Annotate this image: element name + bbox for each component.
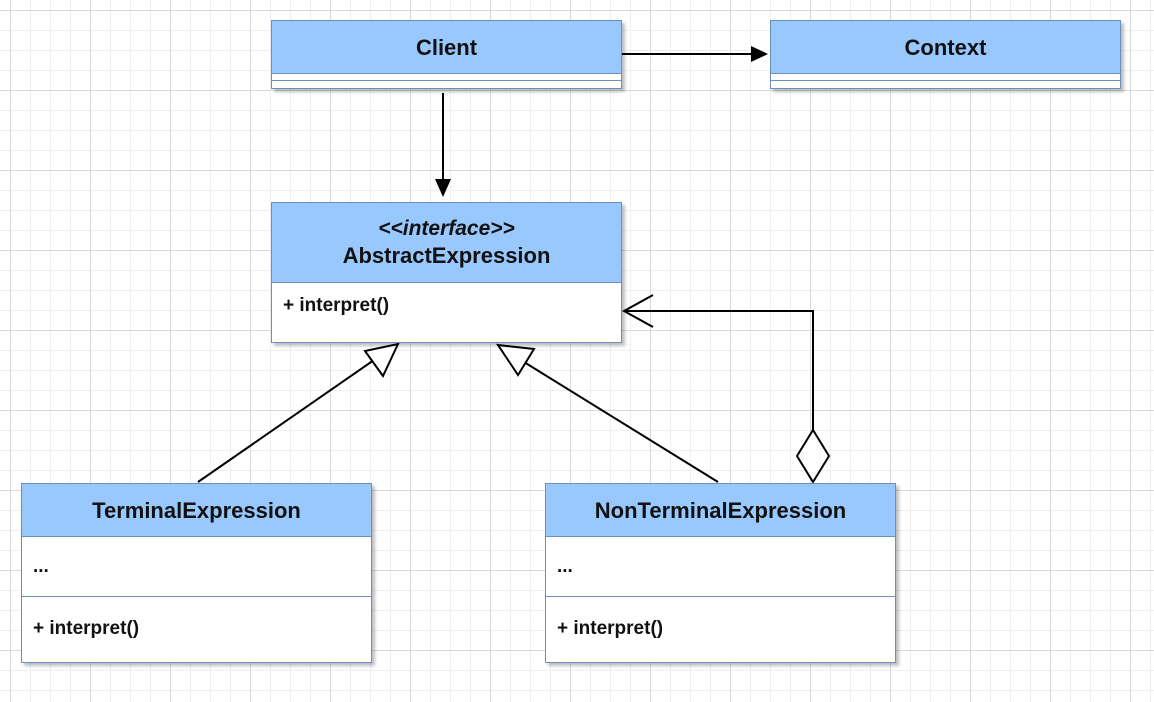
context-class[interactable]: Context	[770, 20, 1121, 89]
context-attributes-section	[771, 73, 1120, 80]
terminal-expression-attributes-section: ...	[22, 536, 371, 596]
aggregation-open-arrowhead	[621, 294, 654, 328]
context-header: Context	[771, 21, 1120, 73]
nonterminal-realization-line	[523, 361, 719, 483]
nonterminal-expression-method: + interpret()	[557, 618, 664, 639]
nonterminal-expression-attributes: ...	[557, 555, 573, 577]
client-to-abstract-arrowhead	[435, 179, 451, 197]
abstract-expression-class-name: AbstractExpression	[342, 243, 551, 268]
terminal-expression-class[interactable]: TerminalExpression ... + interpret()	[21, 483, 372, 663]
nonterminal-expression-attributes-section: ...	[546, 536, 895, 596]
abstract-expression-methods-section: + interpret()	[272, 282, 621, 329]
client-header: Client	[272, 21, 621, 73]
terminal-realization-line	[197, 359, 375, 483]
nonterminal-expression-header: NonTerminalExpression	[546, 484, 895, 536]
terminal-expression-class-name: TerminalExpression	[92, 497, 301, 523]
client-methods-section	[272, 80, 621, 87]
client-class-name: Client	[415, 34, 478, 60]
aggregation-line	[624, 310, 814, 430]
context-class-name: Context	[904, 34, 987, 60]
abstract-expression-method: + interpret()	[283, 295, 390, 316]
terminal-expression-method: + interpret()	[33, 618, 140, 639]
client-attributes-section	[272, 73, 621, 80]
terminal-expression-header: TerminalExpression	[22, 484, 371, 536]
nonterminal-realization-arrowhead	[495, 343, 536, 377]
client-to-context-arrowhead	[751, 46, 768, 62]
aggregation-diamond	[795, 428, 831, 484]
client-class[interactable]: Client	[271, 20, 622, 89]
terminal-expression-attributes: ...	[33, 555, 49, 577]
context-methods-section	[771, 80, 1120, 87]
terminal-realization-arrowhead	[363, 342, 400, 378]
nonterminal-expression-class[interactable]: NonTerminalExpression ... + interpret()	[545, 483, 896, 663]
nonterminal-expression-methods-section: + interpret()	[546, 596, 895, 661]
nonterminal-expression-class-name: NonTerminalExpression	[594, 497, 847, 523]
terminal-expression-methods-section: + interpret()	[22, 596, 371, 661]
abstract-expression-header: <<interface>> AbstractExpression	[272, 203, 621, 282]
abstract-expression-interface[interactable]: <<interface>> AbstractExpression + inter…	[271, 202, 622, 343]
interface-stereotype: <<interface>>	[378, 217, 515, 240]
